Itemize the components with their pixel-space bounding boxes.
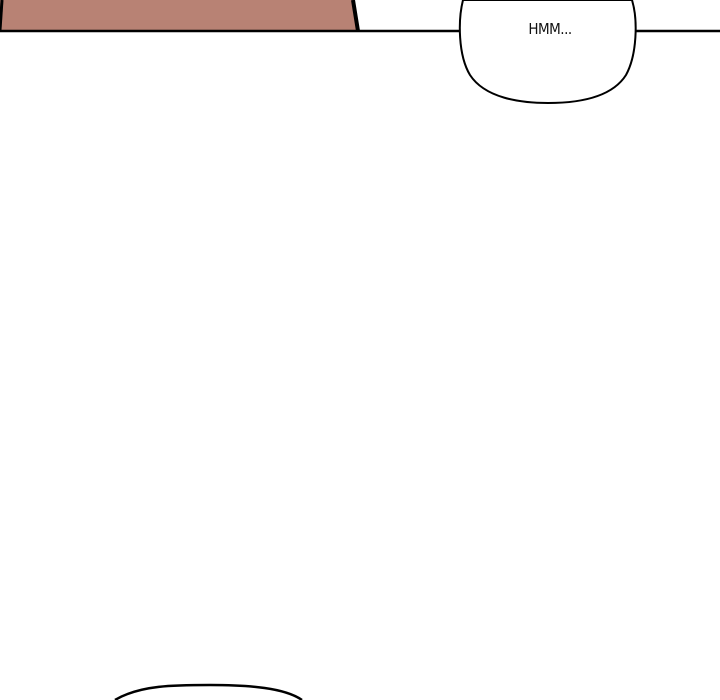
speech-bubble-text: HMM... <box>528 20 572 38</box>
skin-outline-right <box>351 0 360 32</box>
skin-shape <box>0 0 358 31</box>
skin-outline-left <box>0 0 4 31</box>
speech-bubble <box>458 0 637 105</box>
speech-bubble-bottom <box>114 683 303 700</box>
